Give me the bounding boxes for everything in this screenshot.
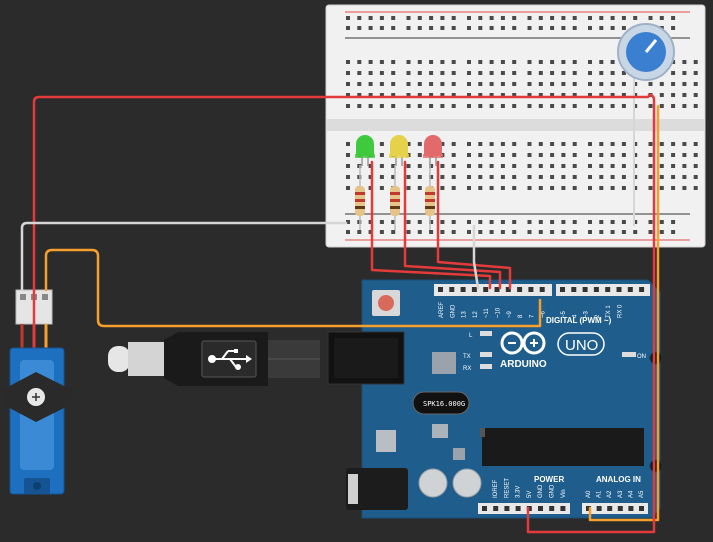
pin-label: ~3 (584, 310, 590, 318)
wire-pot-signal[interactable] (588, 104, 660, 522)
pin-label: A0 (586, 490, 592, 498)
diode-component (453, 448, 465, 460)
pin-label: 5V (527, 491, 533, 498)
leds[interactable] (355, 135, 443, 166)
analog-pin-labels: A0 A1 A2 A3 A4 A5 (586, 490, 645, 498)
led-tx-label: TX (463, 354, 471, 360)
led-rx-indicator (480, 364, 492, 369)
digital-header-right[interactable] (556, 284, 650, 296)
voltage-regulator (376, 430, 396, 452)
pin-label: ~11 (484, 308, 490, 318)
power-header[interactable] (478, 503, 570, 514)
usb-chip (432, 352, 456, 374)
pin-label: A2 (607, 490, 613, 498)
capacitor-left (418, 468, 448, 498)
led-l-label: L (469, 333, 473, 339)
pin-label: RX 0 (618, 304, 624, 318)
arduino-board[interactable]: AREF GND 13 12 ~11 ~10 ~9 8 7 ~6 ~5 4 ~3 2 TX 1 RX 0 IO… (327, 279, 663, 519)
wire-servo-power[interactable] (32, 95, 650, 326)
potentiometer-indicator (644, 39, 658, 53)
arduino-brand: ARDUINO (500, 359, 547, 370)
mounting-hole-bottom (649, 459, 663, 473)
power-jack (346, 468, 408, 510)
capacitor-right (452, 468, 482, 498)
resistor-2[interactable] (390, 165, 400, 230)
pin-label: A5 (639, 490, 645, 498)
pin-label: GND (538, 484, 544, 498)
pin-label: 12 (473, 311, 479, 318)
header-holes (438, 287, 645, 511)
resistor-3[interactable] (425, 165, 435, 230)
analog-header[interactable] (582, 503, 648, 514)
pin-label: ~10 (496, 307, 502, 318)
servo-motor[interactable] (2, 289, 72, 495)
capacitor-small (432, 424, 448, 438)
usb-cable[interactable] (108, 332, 320, 386)
led-tx-indicator (480, 352, 492, 357)
wire-servo-signal[interactable] (44, 248, 542, 328)
pin-label: ~5 (561, 310, 567, 318)
wire-gnd-led[interactable] (472, 224, 480, 290)
led-on-indicator (622, 352, 636, 357)
pin-label: AREF (439, 302, 445, 318)
potentiometer[interactable] (617, 23, 675, 226)
atmega-chip (482, 428, 644, 466)
usb-cable-end (108, 346, 130, 372)
wire-led-green[interactable] (370, 160, 492, 290)
pin-label: TX 1 (606, 305, 612, 318)
led-on-label: ON (637, 354, 646, 360)
pin-label: 3.3V (516, 486, 522, 498)
pin-label: 2 (595, 314, 601, 318)
pin-label: IOREF (493, 479, 499, 498)
usb-port-inner (334, 338, 398, 378)
wire-led-yellow[interactable] (403, 160, 502, 290)
pin-label: Vin (561, 489, 567, 498)
wires[interactable] (20, 93, 660, 534)
mounting-hole-top (649, 351, 663, 365)
analog-label: ANALOG IN (596, 475, 641, 484)
pin-label: GND (450, 304, 456, 318)
pin-label: A1 (597, 490, 603, 498)
led-yellow[interactable] (389, 135, 409, 166)
pin-label: 13 (462, 311, 468, 318)
pin-label: A4 (628, 490, 634, 498)
digital-pin-labels: AREF GND 13 12 ~11 ~10 ~9 8 7 ~6 ~5 4 ~3 2 TX 1 RX 0 (439, 302, 624, 318)
arduino-logo-icon (500, 331, 546, 355)
power-pin-labels: IOREF RESET 3.3V 5V GND GND Vin (493, 478, 567, 498)
chip-notch (480, 428, 485, 437)
usb-cable-collar (128, 342, 164, 376)
led-l-indicator (480, 331, 492, 336)
digital-label: DIGITAL (PWM ~) (546, 316, 612, 325)
pin-label: A3 (618, 490, 624, 498)
crystal-oscillator (412, 391, 470, 415)
led-red[interactable] (423, 135, 443, 166)
pin-label: ~6 (541, 310, 547, 318)
resistor-1[interactable] (355, 165, 365, 230)
pin-label: GND (550, 484, 556, 498)
uno-badge (557, 332, 605, 356)
crystal-label: SPK16.000G (423, 400, 465, 408)
wire-servo-ground[interactable] (20, 221, 348, 292)
breadboard-center-channel (326, 119, 705, 131)
pin-label: 8 (518, 314, 524, 318)
pin-label: 4 (572, 314, 578, 318)
resistors[interactable] (355, 165, 435, 230)
pin-label: ~9 (507, 310, 513, 318)
led-rx-label: RX (463, 366, 471, 372)
wire-5v[interactable] (526, 93, 656, 534)
led-green[interactable] (355, 135, 375, 166)
arduino-model: UNO (565, 337, 598, 354)
usb-symbol-icon (208, 349, 252, 370)
power-jack-pin (348, 474, 358, 504)
breadboard[interactable] (325, 4, 706, 248)
power-label: POWER (534, 475, 564, 484)
pin-label: RESET (504, 478, 510, 498)
reset-button-cap[interactable] (378, 295, 394, 311)
breadboard-holes (346, 16, 698, 234)
pin-label: 7 (529, 314, 535, 318)
